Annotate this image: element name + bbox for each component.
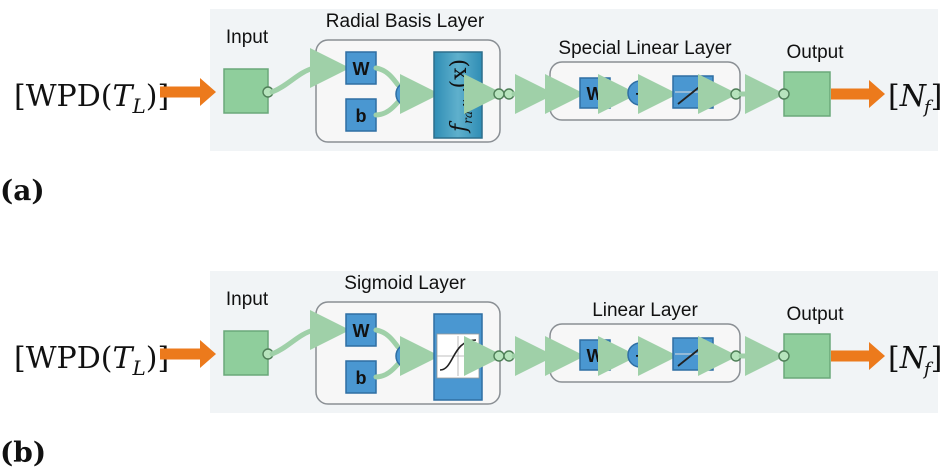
radial-function-subscript: radial bbox=[461, 88, 475, 124]
output-arrow bbox=[831, 80, 885, 108]
output-expression: [Nf] bbox=[888, 341, 942, 380]
panel-tag-label: (a) bbox=[0, 174, 45, 207]
output-expression-N: N bbox=[899, 341, 928, 376]
input-box bbox=[223, 330, 269, 376]
output-title: Output bbox=[786, 304, 844, 325]
hidden-sum-node-label: + bbox=[403, 349, 412, 366]
linear-sum-node-label: + bbox=[635, 348, 644, 365]
output-expression-open: [ bbox=[888, 341, 900, 376]
hidden-weight-box-label: W bbox=[353, 59, 370, 79]
output-expression-open: [ bbox=[888, 79, 900, 114]
output-box bbox=[783, 71, 831, 117]
linear-weight-box-label: W bbox=[587, 84, 604, 104]
linear-layer-title: Special Linear Layer bbox=[558, 38, 732, 59]
input-title: Input bbox=[226, 289, 269, 310]
input-arrow bbox=[160, 78, 216, 106]
input-title: Input bbox=[226, 27, 269, 48]
input-expression: [WPD(TL)] bbox=[14, 79, 169, 118]
linear-sum-node-label: + bbox=[635, 86, 644, 103]
w-to-sum-connector bbox=[373, 327, 401, 350]
output-box bbox=[783, 333, 831, 379]
input-expression: [WPD(TL)] bbox=[14, 341, 169, 380]
hidden-sum-node-label: + bbox=[403, 87, 412, 104]
output-expression-N: N bbox=[899, 79, 928, 114]
linear-layer-title: Linear Layer bbox=[592, 300, 698, 321]
output-expression-close: ] bbox=[931, 341, 942, 376]
output-title: Output bbox=[786, 42, 844, 63]
hidden-exit-node bbox=[493, 88, 505, 100]
hidden-weight-box-label: W bbox=[353, 321, 370, 341]
output-expression-close: ] bbox=[931, 79, 942, 114]
input-expression-T: T bbox=[112, 341, 134, 376]
input-expression-prefix: [WPD( bbox=[14, 79, 112, 114]
hidden-bias-box bbox=[345, 360, 377, 394]
panel-tag-label: (b) bbox=[0, 436, 46, 469]
input-expression-prefix: [WPD( bbox=[14, 341, 112, 376]
hidden-bias-box-label: b bbox=[356, 368, 367, 388]
input-box bbox=[223, 68, 269, 114]
output-arrow bbox=[831, 342, 885, 370]
input-expression-subscript: L bbox=[132, 94, 146, 118]
output-node bbox=[778, 350, 790, 362]
input-expression-subscript: L bbox=[132, 356, 146, 380]
radial-function-argument: (x) bbox=[447, 59, 472, 89]
input-arrow bbox=[160, 340, 216, 368]
output-node bbox=[778, 88, 790, 100]
input-expression-T: T bbox=[112, 79, 134, 114]
output-expression: [Nf] bbox=[888, 79, 942, 118]
hidden-layer-title: Radial Basis Layer bbox=[326, 11, 485, 32]
hidden-bias-box-label: b bbox=[356, 106, 367, 126]
w-to-sum-connector bbox=[373, 65, 401, 88]
linear-weight-box-label: W bbox=[587, 346, 604, 366]
hidden-exit-node bbox=[493, 350, 505, 362]
hidden-layer-title: Sigmoid Layer bbox=[344, 273, 466, 294]
